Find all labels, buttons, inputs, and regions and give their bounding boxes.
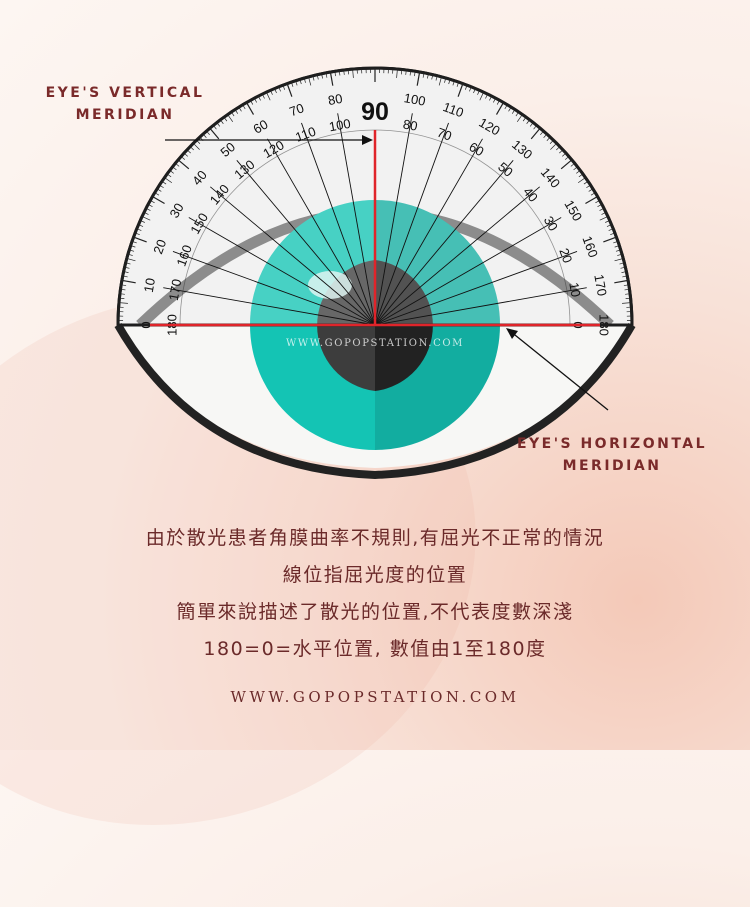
outer-scale-label: 10 <box>141 277 158 294</box>
horizontal-label-line-1: EYE'S HORIZONTAL <box>512 433 712 455</box>
top-90-label: 90 <box>361 98 389 126</box>
description-line-1: 由於散光患者角膜曲率不規則,有屈光不正常的情況 <box>0 520 750 557</box>
footer-website: WWW.GOPOPSTATION.COM <box>0 688 750 706</box>
description-line-2: 線位指屈光度的位置 <box>0 557 750 594</box>
inner-scale-label: 80 <box>402 116 419 133</box>
outer-scale-label: 80 <box>327 91 344 108</box>
inner-scale-label: 10 <box>566 281 583 298</box>
horizontal-label-line-2: MERIDIAN <box>512 455 712 477</box>
horizontal-meridian-label: EYE'S HORIZONTAL MERIDIAN <box>512 433 712 477</box>
description-line-3: 簡單來說描述了散光的位置,不代表度數深淺 <box>0 594 750 631</box>
vertical-label-line-1: EYE'S VERTICAL <box>40 82 210 104</box>
watermark: WWW.GOPOPSTATION.COM <box>286 338 464 349</box>
vertical-label-line-2: MERIDIAN <box>40 104 210 126</box>
description-text: 由於散光患者角膜曲率不規則,有屈光不正常的情況 線位指屈光度的位置 簡單來說描述… <box>0 520 750 668</box>
vertical-meridian-label: EYE'S VERTICAL MERIDIAN <box>40 82 210 126</box>
description-line-4: 180=0=水平位置, 數值由1至180度 <box>0 631 750 668</box>
